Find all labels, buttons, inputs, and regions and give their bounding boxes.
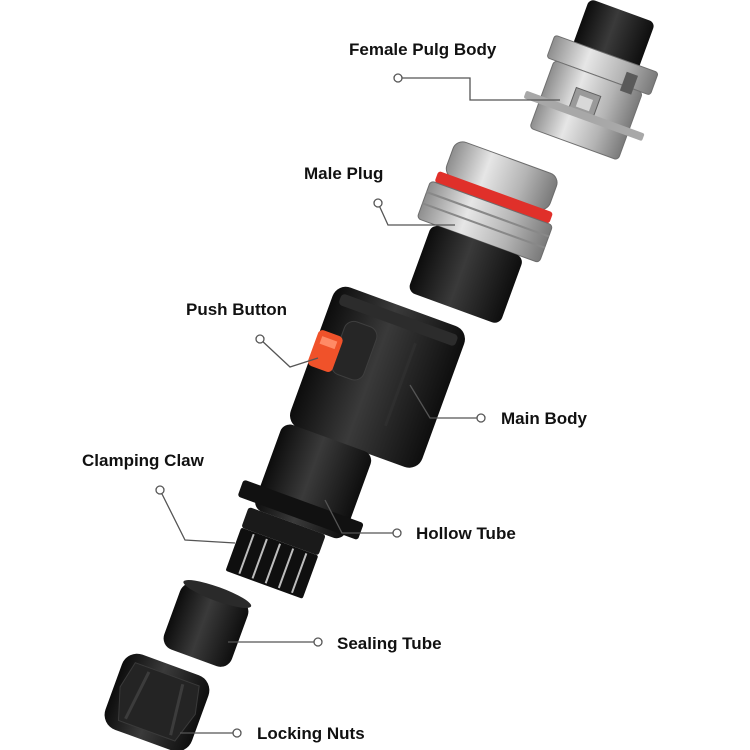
label-female-plug-body: Female Pulg Body xyxy=(349,40,497,59)
label-hollow-tube: Hollow Tube xyxy=(416,524,516,543)
leader-clamping-claw xyxy=(159,489,236,544)
dot-female-plug-body xyxy=(393,73,403,83)
dot-sealing-tube xyxy=(313,637,323,647)
hollow-tube-part xyxy=(238,424,372,540)
dot-main-body xyxy=(476,413,486,423)
leader-endpoints xyxy=(155,73,486,738)
label-male-plug: Male Plug xyxy=(304,164,383,183)
label-sealing-tube: Sealing Tube xyxy=(337,634,442,653)
label-clamping-claw: Clamping Claw xyxy=(82,451,205,470)
leader-hollow-tube xyxy=(324,499,397,534)
locking-nuts-part xyxy=(104,653,210,750)
sealing-tube-part xyxy=(163,580,252,667)
leader-push-button xyxy=(259,338,319,368)
female-plug-body-part xyxy=(524,0,659,160)
dot-push-button xyxy=(255,334,265,344)
leader-main-body xyxy=(409,384,481,419)
dot-locking-nuts xyxy=(232,728,242,738)
dot-hollow-tube xyxy=(392,528,402,538)
leader-male-plug xyxy=(377,202,455,226)
push-button-part xyxy=(308,330,343,372)
main-body-part xyxy=(289,286,465,468)
dot-clamping-claw xyxy=(155,485,165,495)
leader-lines xyxy=(159,77,560,734)
label-push-button: Push Button xyxy=(186,300,287,319)
clamping-claw-part xyxy=(226,507,325,599)
label-main-body: Main Body xyxy=(501,409,587,428)
label-locking-nuts: Locking Nuts xyxy=(257,724,365,743)
leader-female-plug-body xyxy=(398,77,560,101)
dot-male-plug xyxy=(373,198,383,208)
male-plug-part xyxy=(409,141,558,323)
